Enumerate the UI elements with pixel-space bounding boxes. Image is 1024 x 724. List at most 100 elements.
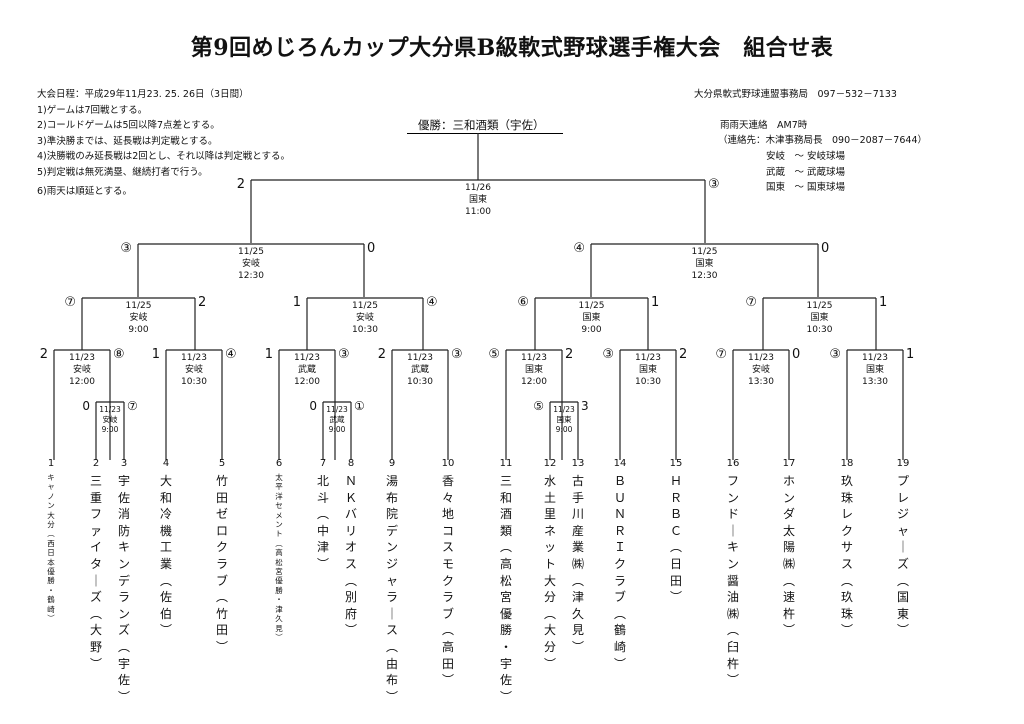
rule-line: 大会日程：平成29年11月23. 25. 26日（3日間） bbox=[37, 89, 249, 100]
team-number: 19 bbox=[896, 458, 910, 469]
score-right: 0 bbox=[792, 347, 800, 362]
champion-underline bbox=[407, 133, 563, 134]
score-left: 2 bbox=[237, 177, 245, 192]
team-number: 17 bbox=[782, 458, 796, 469]
champion-label: 優勝：三和酒類（宇佐） bbox=[418, 118, 545, 132]
score-right: ④ bbox=[225, 347, 237, 362]
team-name: 北斗︵中津︶ bbox=[316, 474, 329, 571]
team-name: 竹田ゼロクラブ︵竹田︶ bbox=[215, 474, 228, 654]
game-date: 11/25 bbox=[352, 301, 378, 311]
rule-line: 6)雨天は順延とする。 bbox=[37, 186, 132, 197]
team-number: 3 bbox=[120, 458, 128, 469]
score-left: ⑤ bbox=[533, 399, 544, 413]
game-time: 10:30 bbox=[181, 377, 207, 387]
game-venue: 武蔵 bbox=[411, 363, 429, 375]
score-right: 2 bbox=[679, 347, 687, 362]
office-contact: 大分県軟式野球連盟事務局 097－532－7133 bbox=[694, 89, 897, 100]
rain-contact: 雨雨天連絡 AM7時 bbox=[720, 120, 808, 131]
venue-item: 安岐 ～ 安岐球場 bbox=[766, 151, 846, 162]
team-name: プレジャ｜ズ︵国東︶ bbox=[896, 474, 909, 638]
game-date: 11/23 bbox=[181, 353, 207, 363]
team-number: 4 bbox=[162, 458, 170, 469]
team-entry: 5 竹田ゼロクラブ︵竹田︶ bbox=[214, 458, 230, 656]
game-time: 12:30 bbox=[238, 271, 264, 281]
team-number: 1 bbox=[47, 458, 55, 469]
game-date: 11/23 bbox=[635, 353, 661, 363]
game-venue: 国東 bbox=[866, 363, 884, 375]
team-number: 2 bbox=[92, 458, 100, 469]
game-date: 11/23 bbox=[748, 353, 774, 363]
game-venue: 武蔵 bbox=[298, 363, 316, 375]
score-right: 1 bbox=[651, 295, 659, 310]
team-name: 大和冷機工業︵佐伯︶ bbox=[159, 474, 172, 638]
team-name: 水土里ネット大分︵大分︶ bbox=[543, 474, 556, 671]
score-right: ④ bbox=[426, 295, 438, 310]
game-date: 11/23 bbox=[862, 353, 888, 363]
game-venue: 国東 bbox=[582, 311, 600, 323]
score-left: ⑦ bbox=[64, 295, 76, 310]
game-date: 11/23 bbox=[326, 405, 348, 414]
score-left: ⑦ bbox=[745, 295, 757, 310]
rule-line: 5)判定戦は無死満塁、継続打者で行う。 bbox=[37, 166, 208, 178]
team-number: 5 bbox=[218, 458, 226, 469]
game-date: 11/25 bbox=[807, 301, 833, 311]
game-time: 9:00 bbox=[102, 425, 119, 434]
rule-line: 1)ゲームは7回戦とする。 bbox=[37, 104, 148, 116]
game-time: 10:30 bbox=[807, 325, 833, 335]
game-venue: 国東 bbox=[810, 311, 828, 323]
page-title: 第9回めじろんカップ大分県B級軟式野球選手権大会 組合せ表 bbox=[190, 35, 834, 61]
team-number: 6 bbox=[275, 458, 283, 469]
game-date: 11/23 bbox=[553, 405, 575, 414]
team-number: 13 bbox=[571, 458, 585, 469]
rule-line: 4)決勝戦のみ延長戦は2回とし、それ以降は判定戦とする。 bbox=[37, 151, 291, 162]
venue-item: 国東 ～ 国東球場 bbox=[766, 182, 846, 193]
score-right: 0 bbox=[367, 241, 375, 256]
team-name: フンド｜キン醤油㈱︵臼杵︶ bbox=[726, 474, 739, 688]
team-name: 湯布院デンジャラ｜ス︵由布︶ bbox=[385, 474, 398, 704]
tournament-rules: 大会日程：平成29年11月23. 25. 26日（3日間） 1)ゲームは7回戦とす… bbox=[37, 87, 290, 200]
rule-line: 2)コールドゲームは5回以降7点差とする。 bbox=[37, 120, 220, 131]
team-name: 香々地コスモクラブ︵高田︶ bbox=[441, 474, 454, 688]
game-time: 9:00 bbox=[329, 425, 346, 434]
game-time: 13:30 bbox=[748, 377, 774, 387]
rule-line: 3)準決勝までは、延長戦は判定戦とする。 bbox=[37, 135, 218, 147]
team-number: 10 bbox=[441, 458, 455, 469]
game-date: 11/23 bbox=[294, 353, 320, 363]
game-venue: 安岐 bbox=[129, 311, 147, 323]
score-right: ③ bbox=[708, 177, 720, 192]
game-time: 12:00 bbox=[69, 377, 95, 387]
game-time: 12:00 bbox=[294, 377, 320, 387]
game-time: 12:30 bbox=[692, 271, 718, 281]
team-number: 16 bbox=[726, 458, 740, 469]
score-left: ③ bbox=[120, 241, 132, 256]
game-time: 9:00 bbox=[556, 425, 573, 434]
team-number: 9 bbox=[388, 458, 396, 469]
score-right: ③ bbox=[451, 347, 463, 362]
game-date: 11/25 bbox=[579, 301, 605, 311]
score-right: ⑦ bbox=[127, 399, 138, 413]
game-venue: 国東 bbox=[557, 414, 572, 424]
team-entry: 9 湯布院デンジャラ｜ス︵由布︶ bbox=[384, 458, 400, 705]
score-left: ④ bbox=[573, 241, 585, 256]
team-entry: 10 香々地コスモクラブ︵高田︶ bbox=[440, 458, 456, 689]
score-right: 1 bbox=[906, 347, 914, 362]
game-venue: 国東 bbox=[695, 257, 713, 269]
team-number: 11 bbox=[499, 458, 513, 469]
game-time: 9:00 bbox=[128, 325, 148, 335]
team-entry: 4 大和冷機工業︵佐伯︶ bbox=[158, 458, 174, 639]
score-left: ③ bbox=[829, 347, 841, 362]
score-left: ⑥ bbox=[517, 295, 529, 310]
team-entry: 16 フンド｜キン醤油㈱︵臼杵︶ bbox=[725, 458, 741, 689]
game-venue: 国東 bbox=[639, 363, 657, 375]
game-date: 11/23 bbox=[407, 353, 433, 363]
game-time: 13:30 bbox=[862, 377, 888, 387]
